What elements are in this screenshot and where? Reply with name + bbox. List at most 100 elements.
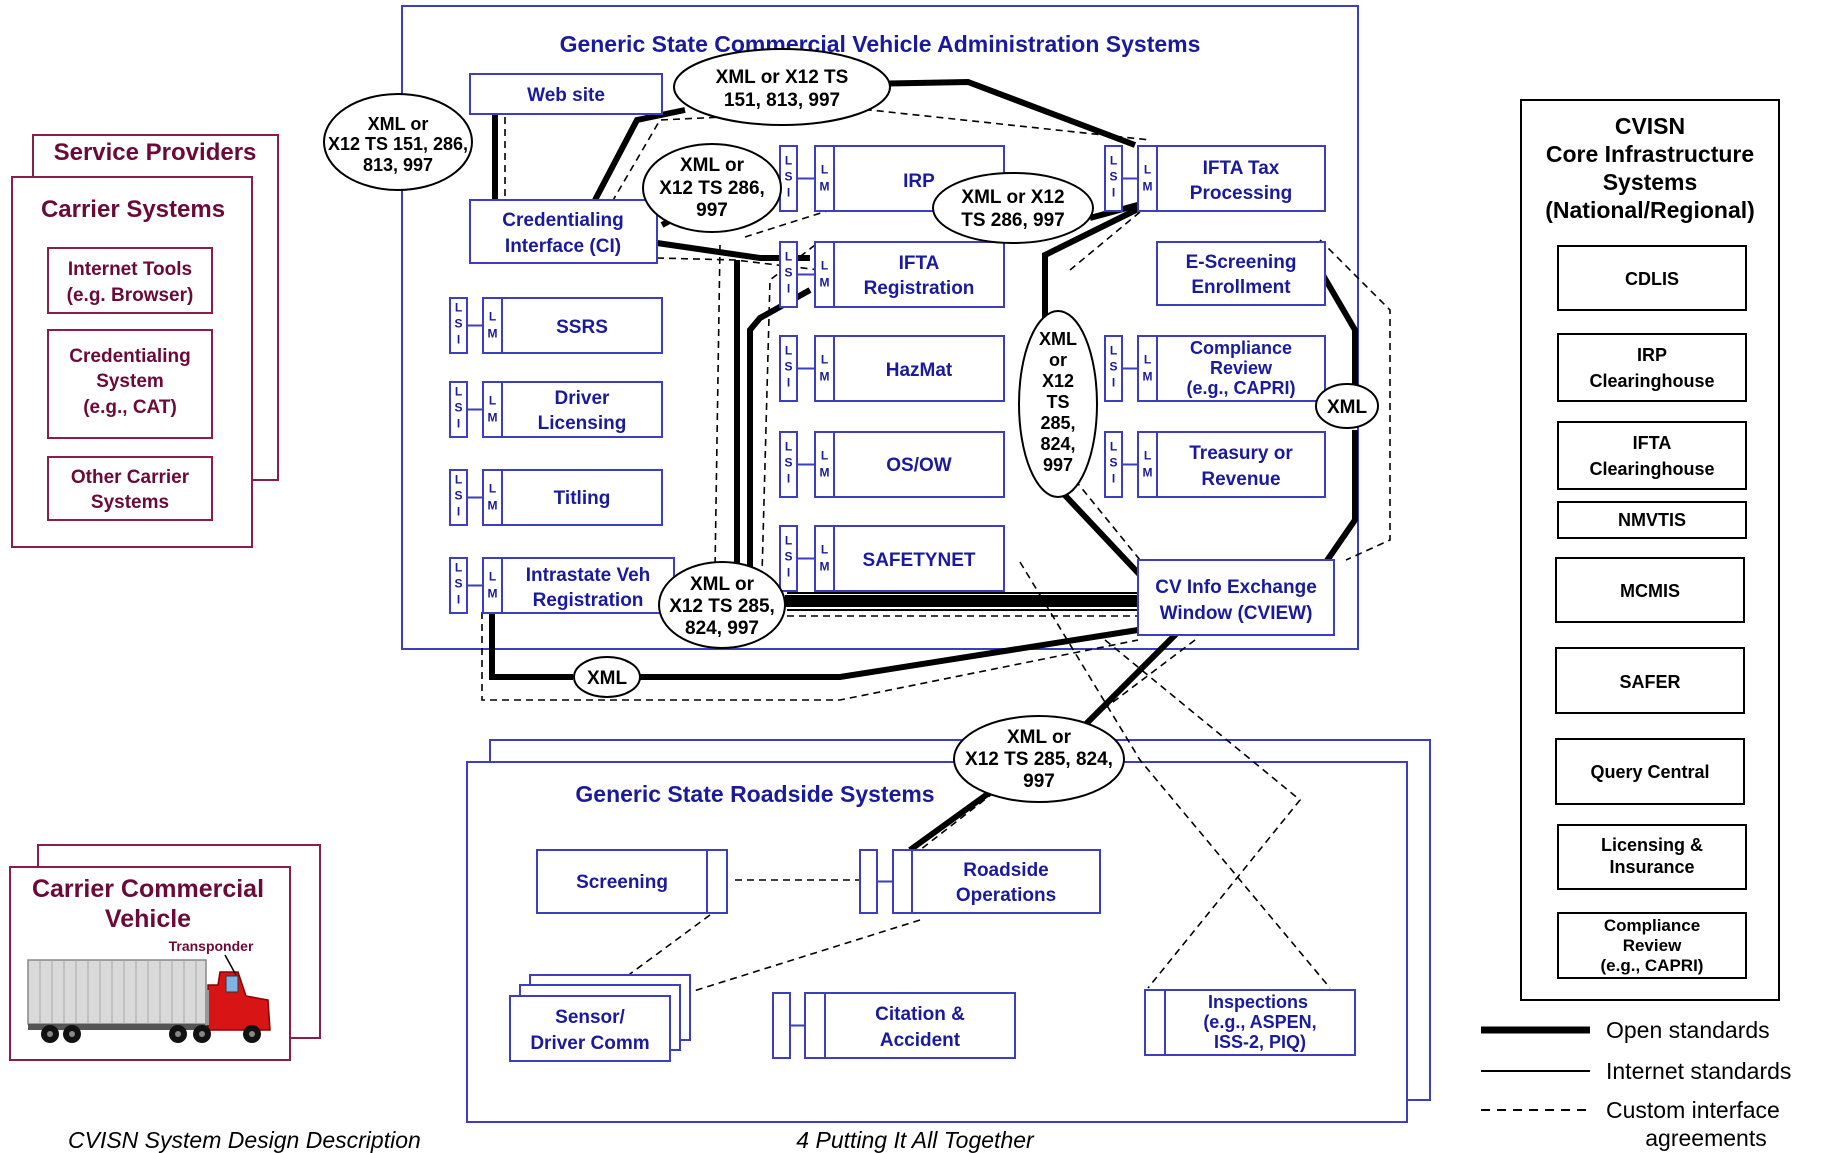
lm-letter: M xyxy=(488,587,498,601)
osow-box[interactable] xyxy=(833,431,1005,498)
irp-clearinghouse-box[interactable] xyxy=(1557,333,1747,402)
state-admin-frame xyxy=(401,5,1359,650)
svg-text:TS 286, 997: TS 286, 997 xyxy=(961,210,1065,231)
cdlis-box[interactable] xyxy=(1557,245,1747,311)
lm-letter: L xyxy=(821,543,828,557)
irp-clearinghouse-label-1: IRP xyxy=(1637,345,1667,365)
lm-letter: L xyxy=(1144,163,1151,177)
sensor-box[interactable] xyxy=(509,995,671,1062)
citation-label-2: Accident xyxy=(880,1030,961,1051)
state-admin-boxes: Web site Credentialing Interface (CI) IR… xyxy=(449,73,1335,636)
safer-box[interactable] xyxy=(1555,647,1745,714)
citation-lsi xyxy=(772,992,791,1059)
svg-text:XML or: XML or xyxy=(1007,727,1072,748)
lm-letter: L xyxy=(821,163,828,177)
titling-lm xyxy=(482,469,503,526)
vehicle-title-1: Carrier Commercial xyxy=(32,875,264,903)
ci-box[interactable] xyxy=(469,199,658,264)
roadside-ops-lsi xyxy=(859,849,878,914)
roadside-ops-lm xyxy=(892,849,913,914)
citation-box[interactable] xyxy=(824,992,1016,1059)
lsi-letter: I xyxy=(457,333,460,347)
other-systems-box[interactable] xyxy=(47,456,213,521)
legend-custom-label-2: agreements xyxy=(1645,1125,1766,1151)
screening-lm xyxy=(706,849,728,914)
ssrs-box[interactable] xyxy=(501,297,663,354)
web-site-box[interactable] xyxy=(469,73,663,115)
svg-text:285,: 285, xyxy=(1040,413,1075,433)
lm-letter: L xyxy=(489,482,496,496)
ellipse-4: XML or X12 TS 286, 997 xyxy=(932,172,1094,244)
svg-text:or: or xyxy=(1049,350,1067,370)
lsi-letter: S xyxy=(784,456,792,470)
sensor-label-2: Driver Comm xyxy=(530,1033,649,1054)
roadside-ops-label-2: Operations xyxy=(956,885,1056,906)
intrastate-box[interactable] xyxy=(501,557,675,614)
escreening-box[interactable] xyxy=(1156,241,1326,306)
compliance-review-core-label-1: Compliance xyxy=(1604,916,1700,935)
licensing-label-1: Licensing & xyxy=(1601,835,1703,855)
inspections-label-3: ISS-2, PIQ) xyxy=(1214,1032,1306,1052)
ellipse-8: XML xyxy=(573,656,641,698)
cvisn-title-4: (National/Regional) xyxy=(1545,197,1755,223)
compliance-box[interactable] xyxy=(1156,335,1326,402)
nmvtis-box[interactable] xyxy=(1557,501,1747,539)
svg-text:XML or X12 TS: XML or X12 TS xyxy=(716,67,849,88)
cred-system-box[interactable] xyxy=(47,329,213,439)
lsi-letter: I xyxy=(457,505,460,519)
lsi-letter: S xyxy=(784,266,792,280)
ssrs-lm xyxy=(482,297,503,354)
lsi-letter: S xyxy=(454,577,462,591)
lm-letter: M xyxy=(820,560,830,574)
carrier-vehicle-group: Carrier Commercial Vehicle Transponder xyxy=(9,844,321,1061)
lsi-letter: S xyxy=(784,550,792,564)
screening-box[interactable] xyxy=(536,849,708,914)
hazmat-box[interactable] xyxy=(833,335,1005,402)
compliance-label-2: Review xyxy=(1210,358,1273,378)
lm-letter: L xyxy=(821,353,828,367)
cview-box[interactable] xyxy=(1137,559,1335,636)
irp-lm xyxy=(814,145,835,212)
ifta-clearinghouse-label-1: IFTA xyxy=(1633,433,1672,453)
ellipse-7: XML or X12 TS 285, 824, 997 xyxy=(658,561,786,649)
ifta-reg-box[interactable] xyxy=(833,241,1005,308)
titling-box[interactable] xyxy=(501,469,663,526)
internet-tools-box[interactable] xyxy=(47,247,213,314)
compliance-review-core-box[interactable] xyxy=(1557,912,1747,979)
ellipse-3: XML or X12 TS 286, 997 xyxy=(642,143,782,233)
safetynet-box[interactable] xyxy=(833,525,1005,592)
internet-standard-links xyxy=(787,592,1138,611)
treasury-box[interactable] xyxy=(1156,431,1326,498)
ifta-tax-box[interactable] xyxy=(1156,145,1326,212)
roadside-ops-box[interactable] xyxy=(911,849,1101,914)
sensor-label-1: Sensor/ xyxy=(555,1007,625,1028)
cred-system-label-3: (e.g., CAT) xyxy=(83,397,177,418)
driver-lic-box[interactable] xyxy=(501,381,663,438)
custom-interface-links xyxy=(481,105,1391,1001)
hazmat-lm xyxy=(814,335,835,402)
inspections-box[interactable] xyxy=(1164,989,1356,1056)
licensing-box[interactable] xyxy=(1557,824,1747,890)
lm-letter: L xyxy=(489,394,496,408)
lsi-letter: I xyxy=(787,186,790,200)
inspections-label-2: (e.g., ASPEN, xyxy=(1203,1012,1316,1032)
cdlis-label: CDLIS xyxy=(1625,269,1679,289)
ifta-reg-label-1: IFTA xyxy=(899,253,940,274)
svg-text:XML or: XML or xyxy=(680,155,745,176)
lsi-letter: I xyxy=(1112,472,1115,486)
lm-letter: L xyxy=(1144,353,1151,367)
svg-text:813, 997: 813, 997 xyxy=(363,155,433,175)
ifta-clearinghouse-box[interactable] xyxy=(1557,421,1747,490)
legend: Open standards Internet standards Custom… xyxy=(1481,1017,1791,1151)
mcmis-box[interactable] xyxy=(1555,557,1745,623)
ifta-tax-label-1: IFTA Tax xyxy=(1203,158,1280,179)
lsi-letter: I xyxy=(787,376,790,390)
compliance-review-core-label-2: Review xyxy=(1623,936,1682,955)
query-central-box[interactable] xyxy=(1555,738,1745,805)
citation-label-1: Citation & xyxy=(875,1004,965,1025)
lsi-letter: L xyxy=(455,473,462,487)
inspections-label-1: Inspections xyxy=(1208,992,1308,1012)
svg-text:151, 813, 997: 151, 813, 997 xyxy=(724,90,840,111)
truck-icon xyxy=(27,954,271,1043)
